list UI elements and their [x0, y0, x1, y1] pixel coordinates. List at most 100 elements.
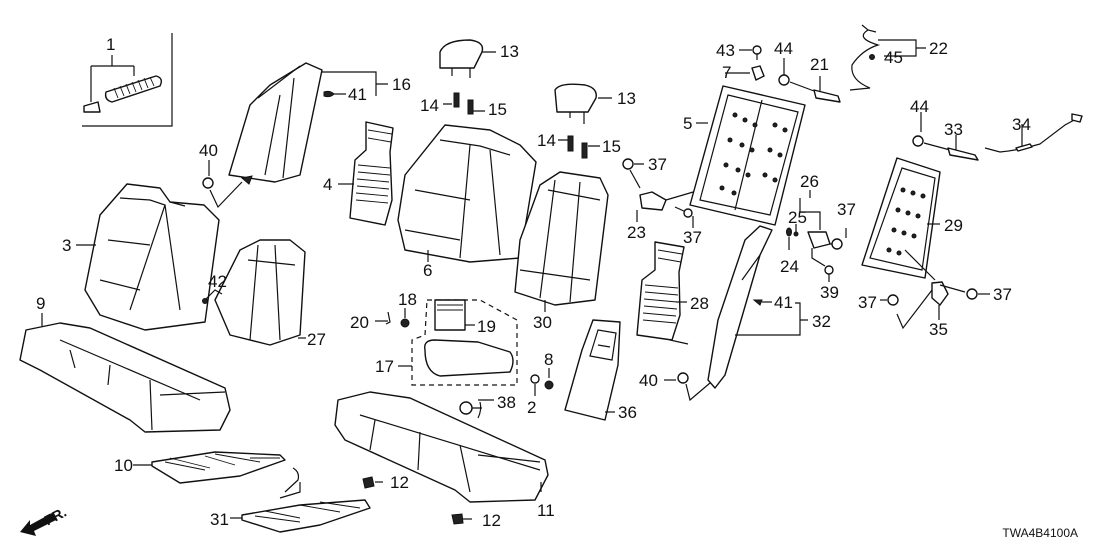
part-14-15-guides-right [558, 135, 600, 159]
callout-33[interactable]: 33 [944, 120, 963, 139]
callout-45[interactable]: 45 [884, 48, 903, 67]
callout-41-b[interactable]: 41 [774, 293, 793, 312]
callout-14-a[interactable]: 14 [420, 96, 439, 115]
part-42-clip [202, 289, 223, 304]
callout-15-b[interactable]: 15 [602, 137, 621, 156]
callout-13-b[interactable]: 13 [617, 89, 636, 108]
part-7-cap [725, 65, 765, 81]
callout-40-b[interactable]: 40 [639, 371, 658, 390]
part-37-bolt-a [622, 158, 644, 189]
part-44-bolt-b [912, 112, 951, 151]
callout-5[interactable]: 5 [683, 114, 693, 133]
part-32-side-trim [707, 225, 808, 389]
callout-19[interactable]: 19 [477, 317, 496, 336]
part-29-seatback-frame-right [861, 157, 941, 279]
callout-27[interactable]: 27 [307, 330, 326, 349]
callout-6[interactable]: 6 [423, 261, 433, 280]
part-2-nut [530, 374, 540, 396]
callout-15-a[interactable]: 15 [488, 100, 507, 119]
callout-42[interactable]: 42 [208, 272, 227, 291]
diagram-code: TWA4B4100A [1002, 526, 1078, 540]
callout-26[interactable]: 26 [800, 172, 819, 191]
callout-39[interactable]: 39 [820, 283, 839, 302]
part-5-seatback-frame-left [689, 85, 806, 226]
callout-4[interactable]: 4 [323, 175, 333, 194]
callout-34[interactable]: 34 [1012, 115, 1031, 134]
callout-40-a[interactable]: 40 [199, 141, 218, 160]
part-28-seatback-pad-right [636, 241, 689, 345]
part-40-bolt-right [664, 372, 711, 402]
front-direction-arrow-icon [20, 513, 56, 536]
callout-18[interactable]: 18 [398, 290, 417, 309]
part-13-headrest-left [439, 39, 496, 78]
callout-13-a[interactable]: 13 [500, 42, 519, 61]
callout-37-d[interactable]: 37 [858, 293, 877, 312]
part-18-clip [400, 308, 410, 328]
callout-7[interactable]: 7 [722, 63, 732, 82]
callout-3[interactable]: 3 [62, 236, 72, 255]
callout-31[interactable]: 31 [210, 510, 229, 529]
part-10-heater-mat-a [133, 451, 300, 493]
part-6-seatback-center [397, 124, 537, 263]
part-23-hinge-bracket [636, 189, 701, 228]
callout-11[interactable]: 11 [537, 501, 555, 520]
part-14-15-guides-left [443, 92, 485, 115]
part-11-seat-cushion-center [334, 391, 549, 503]
callout-14-b[interactable]: 14 [537, 131, 556, 150]
callout-21[interactable]: 21 [810, 55, 829, 74]
callout-1[interactable]: 1 [106, 35, 116, 54]
part-33-latch [947, 135, 979, 161]
part-8-nut [544, 368, 554, 390]
callout-10[interactable]: 10 [114, 456, 133, 475]
part-21-latch [813, 76, 841, 103]
callout-41-a[interactable]: 41 [348, 85, 367, 104]
callout-25[interactable]: 25 [788, 208, 807, 227]
part-17-armrest-assembly [398, 299, 518, 386]
part-38-bolt [459, 399, 494, 419]
part-35-bracket [880, 249, 990, 330]
part-16-side-bolster [228, 62, 388, 183]
callout-28[interactable]: 28 [690, 294, 709, 313]
callout-20[interactable]: 20 [350, 313, 369, 332]
part-31-heater-mat-b [230, 482, 371, 533]
part-30-seatback-right-center [514, 171, 609, 312]
part-26-25-24-hinge [786, 190, 847, 282]
callout-12-b[interactable]: 12 [482, 511, 501, 530]
callout-16[interactable]: 16 [392, 75, 411, 94]
part-4-seatback-pad-left [338, 121, 394, 226]
callout-37-b[interactable]: 37 [683, 228, 702, 247]
callout-17[interactable]: 17 [375, 357, 394, 376]
part-13-headrest-right [554, 83, 612, 124]
callout-24[interactable]: 24 [780, 257, 799, 276]
part-12-clip-a [362, 476, 383, 489]
part-20-clip [375, 311, 391, 325]
callout-22[interactable]: 22 [929, 39, 948, 58]
part-40-bolt-left [202, 160, 253, 209]
callout-38[interactable]: 38 [497, 393, 516, 412]
callout-37-c[interactable]: 37 [837, 200, 856, 219]
callout-44-b[interactable]: 44 [910, 97, 929, 116]
callout-8[interactable]: 8 [544, 350, 554, 369]
part-1-inset [82, 33, 173, 127]
callout-43[interactable]: 43 [716, 41, 735, 60]
callout-37-e[interactable]: 37 [993, 285, 1012, 304]
callout-35[interactable]: 35 [929, 320, 948, 339]
part-34-cable [984, 113, 1083, 153]
callout-44-a[interactable]: 44 [774, 39, 793, 58]
callout-23[interactable]: 23 [627, 223, 646, 242]
callout-12-a[interactable]: 12 [390, 473, 409, 492]
part-22-cable [849, 24, 926, 91]
callout-32[interactable]: 32 [812, 312, 831, 331]
callout-36[interactable]: 36 [618, 403, 637, 422]
callout-37-a[interactable]: 37 [648, 155, 667, 174]
callout-30[interactable]: 30 [533, 313, 552, 332]
callout-2[interactable]: 2 [527, 398, 537, 417]
part-36-center-cover [564, 319, 621, 421]
callout-29[interactable]: 29 [944, 216, 963, 235]
part-12-clip-b [451, 513, 472, 525]
callout-9[interactable]: 9 [36, 294, 46, 313]
part-27-seatback-right [214, 239, 306, 346]
part-43-screw [739, 45, 762, 60]
